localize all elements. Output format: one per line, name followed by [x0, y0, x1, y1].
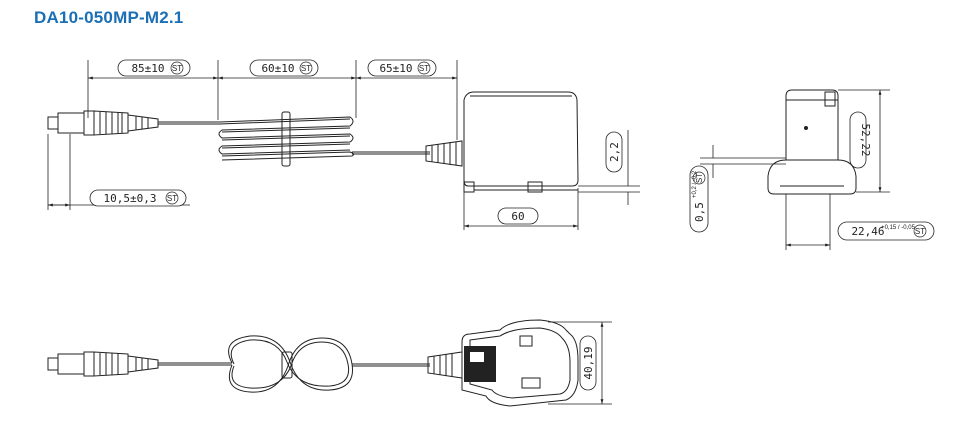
dim-label-60a: 60±10 ST	[249, 59, 319, 77]
dim-label-base-offset: 0,5 +0,2 / -0,2 ST	[689, 165, 709, 233]
model-title: DA10-050MP-M2.1	[34, 8, 184, 27]
adapter-body-bottom	[461, 319, 579, 407]
dim-label-65: 65±10 ST	[367, 59, 437, 77]
top-dimensions	[47, 60, 640, 230]
svg-text:2,2: 2,2	[608, 142, 621, 162]
figure-eight-cable	[228, 335, 354, 393]
svg-text:ST: ST	[419, 64, 429, 73]
svg-text:ST: ST	[915, 227, 925, 236]
dc-plug-top	[47, 110, 159, 136]
side-view	[767, 89, 857, 195]
svg-text:ST: ST	[301, 64, 311, 73]
svg-text:85±10: 85±10	[131, 62, 164, 75]
dim-label-plug: 10,5±0,3 ST	[89, 189, 187, 207]
svg-text:ST: ST	[167, 194, 177, 203]
top-view	[47, 91, 579, 193]
dim-label-depth: 22,46 +0,15 / -0,05 ST	[837, 221, 935, 241]
svg-text:0,5: 0,5	[693, 202, 706, 222]
dim-label-2-2: 2,2	[605, 131, 623, 173]
side-dimensions	[700, 89, 890, 250]
svg-text:+0,15 / -0,05: +0,15 / -0,05	[881, 225, 916, 231]
dim-label-40-19: 40,19	[579, 335, 597, 391]
svg-text:ST: ST	[172, 64, 182, 73]
strain-relief-bottom	[427, 351, 463, 379]
strain-relief-top	[425, 140, 463, 167]
coiled-cable	[218, 111, 355, 167]
svg-text:60: 60	[511, 210, 524, 223]
bottom-dimensions	[548, 321, 612, 405]
dim-label-width: 60	[497, 207, 539, 225]
svg-text:+0,2 / -0,2: +0,2 / -0,2	[692, 170, 698, 198]
svg-text:ST: ST	[695, 173, 704, 183]
svg-text:65±10: 65±10	[379, 62, 412, 75]
svg-text:10,5±0,3: 10,5±0,3	[104, 192, 157, 205]
svg-text:60±10: 60±10	[261, 62, 294, 75]
dc-plug-bottom	[47, 351, 159, 377]
svg-text:52,22: 52,22	[859, 123, 872, 156]
svg-text:22,46: 22,46	[851, 225, 884, 238]
dim-label-height: 52,22	[849, 111, 872, 169]
bottom-view	[47, 319, 579, 407]
dim-label-85: 85±10 ST	[117, 59, 191, 77]
svg-text:40,19: 40,19	[582, 346, 595, 379]
adapter-body-side	[463, 91, 579, 193]
